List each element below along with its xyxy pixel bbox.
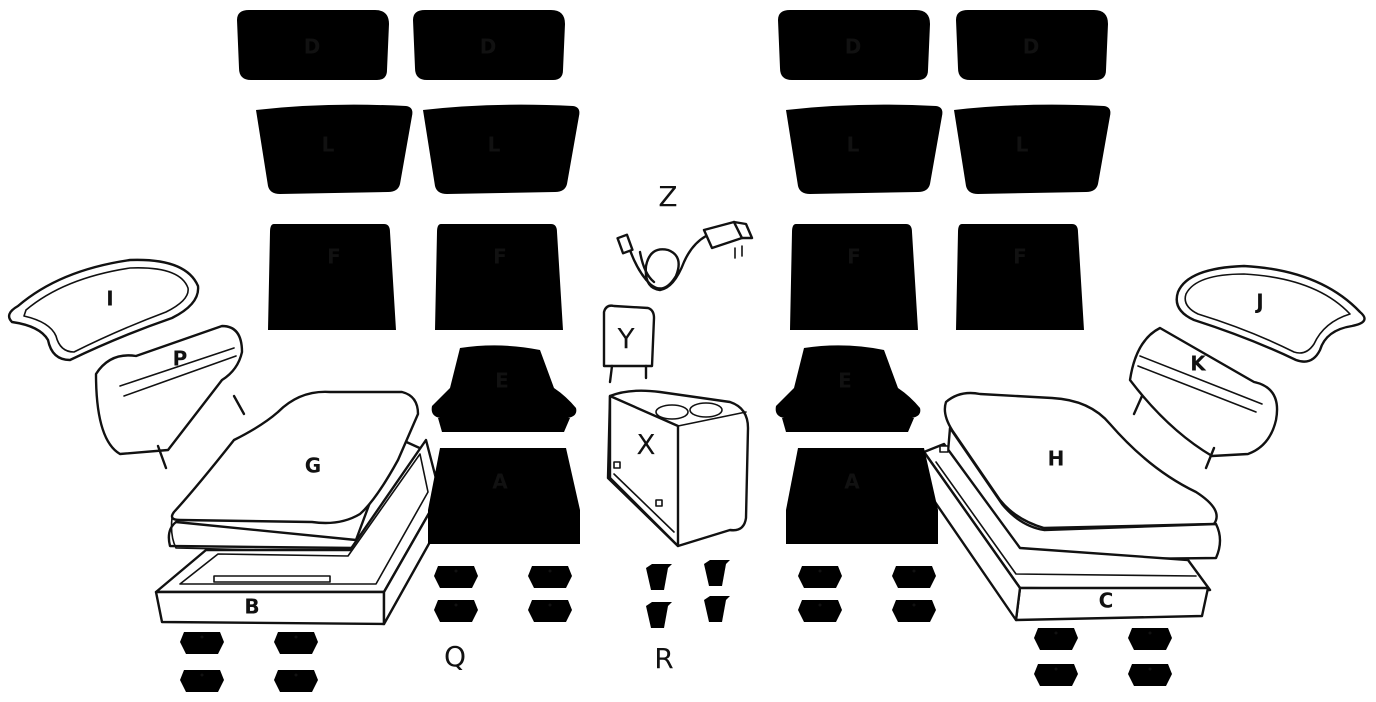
label-r: R bbox=[654, 642, 673, 675]
armrest-cushion-i bbox=[7, 258, 200, 362]
backrest-frame-f-3 bbox=[790, 224, 918, 330]
foot-q-5 bbox=[180, 632, 224, 654]
label-y: Y bbox=[616, 322, 635, 355]
bracket-y bbox=[602, 304, 656, 384]
chaise-base-c bbox=[922, 442, 1212, 622]
lumbar-cushion-l-4 bbox=[954, 104, 1111, 194]
foot-q-10 bbox=[892, 566, 936, 588]
lumbar-cushion-l-3 bbox=[786, 104, 943, 194]
foot-q-8 bbox=[274, 670, 318, 692]
foot-q-3 bbox=[434, 600, 478, 622]
label-j: J bbox=[1254, 290, 1263, 314]
label-b: B bbox=[244, 595, 259, 619]
label-g: G bbox=[305, 454, 321, 478]
foot-q-7 bbox=[180, 670, 224, 692]
label-e-2: E bbox=[838, 369, 852, 393]
foot-q-1 bbox=[434, 566, 478, 588]
label-f-4: F bbox=[1013, 245, 1027, 269]
backrest-frame-f-2 bbox=[435, 224, 563, 330]
leg-r-2 bbox=[704, 552, 730, 586]
label-l-1: L bbox=[322, 133, 335, 157]
foot-q-12 bbox=[892, 600, 936, 622]
label-z: Z bbox=[658, 180, 677, 213]
label-k: K bbox=[1190, 352, 1207, 376]
foot-q-16 bbox=[1128, 664, 1172, 686]
foot-q-11 bbox=[798, 600, 842, 622]
foot-q-4 bbox=[528, 600, 572, 622]
label-e-1: E bbox=[495, 369, 509, 393]
label-p: P bbox=[173, 347, 188, 371]
label-f-1: F bbox=[327, 245, 341, 269]
armrest-cushion-j bbox=[1175, 264, 1366, 363]
backrest-frame-f-1 bbox=[268, 224, 396, 330]
backrest-frame-f-4 bbox=[956, 224, 1084, 330]
label-h: H bbox=[1048, 447, 1065, 471]
label-a-1: A bbox=[492, 470, 508, 494]
lumbar-cushion-l-2 bbox=[423, 104, 580, 194]
label-l-3: L bbox=[847, 133, 860, 157]
foot-q-15 bbox=[1034, 664, 1078, 686]
label-d-3: D bbox=[845, 35, 862, 59]
seat-base-a-1 bbox=[428, 448, 580, 544]
label-d-4: D bbox=[1023, 35, 1040, 59]
label-x: X bbox=[636, 428, 655, 461]
label-q: Q bbox=[444, 640, 466, 673]
foot-q-6 bbox=[274, 632, 318, 654]
label-l-2: L bbox=[488, 133, 501, 157]
leg-r-1 bbox=[646, 556, 672, 590]
foot-q-14 bbox=[1128, 628, 1172, 650]
label-c: C bbox=[1099, 589, 1114, 613]
label-f-3: F bbox=[847, 245, 861, 269]
label-d-2: D bbox=[480, 35, 497, 59]
label-i: I bbox=[106, 287, 113, 311]
power-adapter-z bbox=[616, 220, 754, 292]
label-d-1: D bbox=[304, 35, 321, 59]
armrest-k bbox=[1128, 326, 1279, 470]
leg-r-4 bbox=[704, 588, 730, 622]
label-f-2: F bbox=[493, 245, 507, 269]
chaise-base-b bbox=[154, 438, 442, 626]
console-x bbox=[606, 389, 750, 548]
leg-r-3 bbox=[646, 594, 672, 628]
foot-q-2 bbox=[528, 566, 572, 588]
armrest-p bbox=[94, 324, 246, 470]
label-l-4: L bbox=[1016, 133, 1029, 157]
seat-base-a-2 bbox=[786, 448, 938, 544]
label-a-2: A bbox=[844, 470, 860, 494]
foot-q-9 bbox=[798, 566, 842, 588]
foot-q-13 bbox=[1034, 628, 1078, 650]
